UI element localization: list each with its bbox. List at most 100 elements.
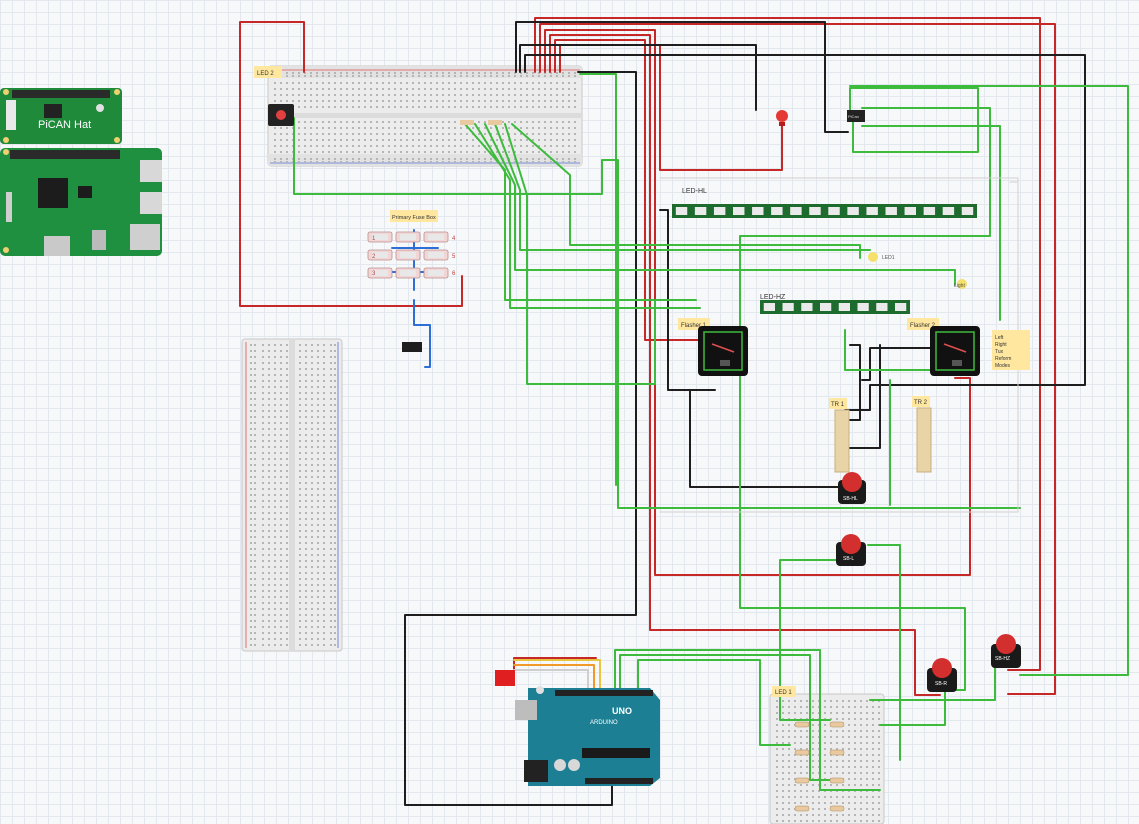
push-button-sb-hz[interactable]: SB-HZ bbox=[991, 634, 1021, 668]
pican-title: PiCAN Hat bbox=[38, 119, 91, 131]
flasher-relay-1[interactable] bbox=[698, 326, 748, 376]
breadboard-small bbox=[769, 693, 885, 824]
wire-green bbox=[511, 123, 861, 259]
fuse-chip[interactable] bbox=[402, 342, 422, 352]
push-button-sb-r[interactable]: SB-R bbox=[927, 658, 957, 692]
led-strip-hl[interactable] bbox=[672, 204, 977, 218]
wire-green bbox=[494, 123, 871, 251]
transistor-strip-1[interactable] bbox=[834, 409, 850, 473]
wire-green bbox=[614, 649, 881, 791]
resistor-array[interactable] bbox=[794, 721, 845, 812]
wire-red bbox=[559, 44, 783, 171]
wire-green bbox=[869, 664, 996, 701]
wire-red bbox=[554, 39, 701, 341]
svg-text:LED 1: LED 1 bbox=[775, 690, 792, 696]
led-small-1[interactable]: LED1 bbox=[868, 252, 895, 262]
arduino-uno-board[interactable]: UNO ARDUINO bbox=[515, 686, 660, 786]
fuse-label: 2 bbox=[372, 254, 376, 260]
svg-text:LED 2: LED 2 bbox=[257, 71, 274, 77]
wire-blue bbox=[413, 299, 431, 368]
fuse-label: 3 bbox=[372, 271, 376, 277]
svg-text:Flasher 2: Flasher 2 bbox=[910, 323, 936, 329]
flasher-relay-2[interactable] bbox=[930, 326, 980, 376]
note-fusebox: Primary Fuse Box bbox=[390, 210, 438, 222]
led-hz-label: LED-HZ bbox=[760, 294, 786, 301]
relay-module[interactable] bbox=[268, 104, 294, 126]
note-legend: Left Right Tux Reform Modes bbox=[992, 330, 1030, 370]
note-flasher2: Flasher 2 bbox=[907, 318, 939, 330]
pican-hat-board[interactable]: PiCAN Hat bbox=[0, 88, 122, 144]
raspberry-pi-board[interactable] bbox=[0, 148, 162, 256]
soc-chip-icon bbox=[38, 178, 68, 208]
svg-text:SB-R: SB-R bbox=[935, 681, 947, 687]
led-strip-hz[interactable] bbox=[760, 300, 910, 314]
fuse-label: 6 bbox=[452, 271, 456, 277]
svg-text:SB-L: SB-L bbox=[843, 556, 854, 562]
red-led[interactable] bbox=[776, 110, 788, 126]
wire-green bbox=[579, 73, 617, 486]
wire-green bbox=[619, 654, 841, 781]
wire-green bbox=[484, 123, 956, 286]
breadboard-main-holes bbox=[274, 72, 576, 163]
wire-red bbox=[539, 23, 1056, 695]
breadboard-vertical bbox=[241, 338, 343, 652]
wire-green bbox=[849, 85, 1129, 676]
wire-red bbox=[544, 29, 971, 576]
svg-text:PiCan: PiCan bbox=[848, 114, 859, 119]
transistor-strip-2[interactable] bbox=[916, 407, 932, 473]
note-led1: LED 1 bbox=[772, 686, 796, 697]
usb-port-icon bbox=[515, 700, 537, 720]
wire-green bbox=[739, 107, 991, 341]
breadboard-main bbox=[267, 65, 583, 167]
svg-text:TR 2: TR 2 bbox=[914, 400, 928, 406]
wires bbox=[239, 17, 1129, 806]
arduino-uno-label: UNO bbox=[612, 706, 632, 716]
wire-red bbox=[239, 21, 463, 307]
atmega-chip-icon bbox=[582, 748, 650, 758]
wire-green bbox=[637, 659, 791, 746]
svg-text:Primary Fuse Box: Primary Fuse Box bbox=[392, 215, 436, 221]
ethernet-port-icon bbox=[130, 224, 160, 250]
wire-green bbox=[867, 544, 901, 761]
wire-green bbox=[293, 117, 1021, 509]
svg-text:SB-HL: SB-HL bbox=[843, 496, 858, 502]
red-connector[interactable] bbox=[495, 670, 515, 686]
svg-text:SB-HZ: SB-HZ bbox=[995, 656, 1010, 662]
wire-red bbox=[534, 17, 1041, 671]
note-tr1: TR 1 bbox=[829, 398, 847, 409]
wire-black bbox=[844, 344, 861, 421]
connector-icon bbox=[6, 100, 16, 130]
usb-port-icon bbox=[140, 192, 162, 214]
chip-icon bbox=[44, 104, 62, 118]
wire-black bbox=[861, 347, 931, 381]
resistor[interactable] bbox=[460, 120, 502, 125]
svg-text:Left: Left bbox=[995, 335, 1004, 341]
usb-port-icon bbox=[140, 160, 162, 182]
wire-black bbox=[519, 44, 757, 111]
wire-green bbox=[861, 125, 1001, 321]
arduino-brand-label: ARDUINO bbox=[590, 720, 618, 726]
fuse-label: 5 bbox=[452, 254, 456, 260]
fuse-box: 1 2 3 4 5 6 bbox=[367, 231, 456, 279]
push-button-sb-l[interactable]: SB-L bbox=[836, 534, 866, 566]
wire-green bbox=[464, 123, 697, 301]
wire-green bbox=[504, 123, 656, 385]
wire-black bbox=[847, 344, 881, 449]
power-jack-icon bbox=[524, 760, 548, 782]
fuse-label: 4 bbox=[452, 236, 456, 242]
svg-text:Flasher 1: Flasher 1 bbox=[681, 323, 707, 329]
svg-text:LED1: LED1 bbox=[882, 255, 895, 261]
led-small-2[interactable]: Light bbox=[954, 279, 967, 289]
push-button-sb-hl[interactable]: SB-HL bbox=[838, 472, 866, 504]
wire-green bbox=[779, 559, 841, 721]
note-tr2: TR 2 bbox=[912, 396, 930, 407]
led-hl-label: LED-HL bbox=[682, 188, 707, 195]
note-led2: LED 2 bbox=[254, 66, 282, 78]
svg-text:Light: Light bbox=[954, 283, 965, 289]
wire-green bbox=[739, 351, 966, 691]
wire-green bbox=[844, 329, 953, 371]
can-chip[interactable]: PiCan bbox=[847, 110, 865, 122]
wire-black bbox=[515, 21, 849, 133]
wire-black bbox=[404, 71, 637, 806]
